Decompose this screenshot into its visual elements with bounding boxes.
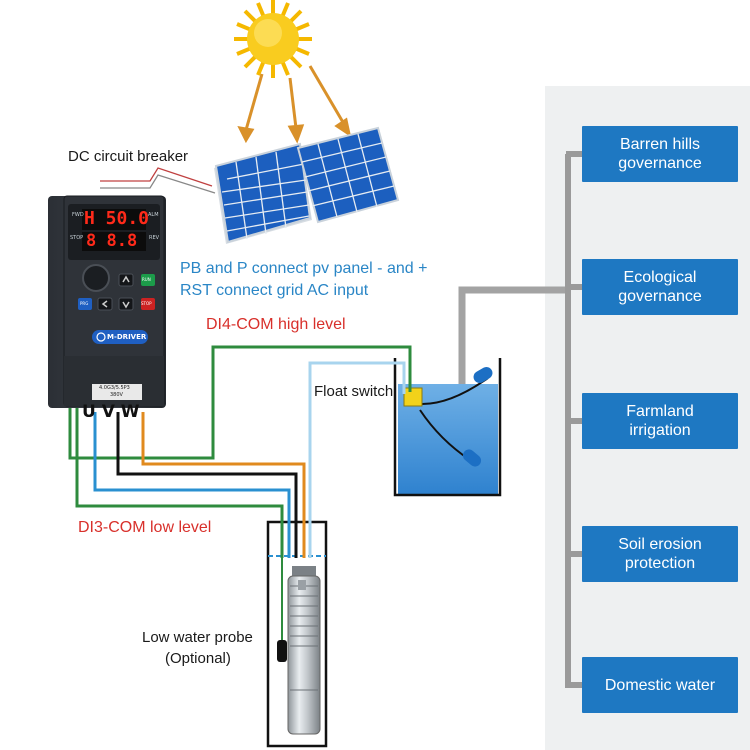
led-rev-label: REV	[149, 235, 160, 241]
application-farmland: Farmland irrigation	[582, 393, 738, 449]
led-fwd-label: FWD	[72, 212, 84, 218]
inverter-model-line1: 4.0G3/5.5P3	[99, 385, 130, 391]
grid-connection-label: RST connect grid AC input	[180, 282, 369, 299]
application-soil-erosion: Soil erosion protection	[582, 526, 738, 582]
inverter-icon	[48, 195, 166, 408]
inverter-display-top: H 50.0	[84, 208, 150, 229]
application-line1: Soil erosion	[618, 536, 702, 553]
dc-wires	[100, 167, 216, 194]
low-water-probe	[277, 640, 287, 662]
outlet-pipe	[458, 286, 568, 386]
pv-connection-label: PB and P connect pv panel - and +	[180, 260, 428, 277]
sun-icon	[234, 0, 312, 78]
di3-low-level-label: DI3-COM low level	[78, 519, 212, 536]
terminal-uvw-label: U V W	[82, 402, 140, 422]
application-line2: irrigation	[629, 422, 691, 439]
control-wires	[68, 345, 412, 558]
led-alm-label: ALM	[148, 212, 159, 218]
led-stop-label: STOP	[70, 235, 84, 241]
application-domestic-water: Domestic water	[582, 657, 738, 713]
sun-rays-arrows	[237, 65, 352, 144]
run-key-label: RUN	[142, 277, 151, 282]
low-water-probe-optional-label: (Optional)	[165, 650, 231, 667]
di4-high-level-label: DI4-COM high level	[206, 316, 346, 333]
distribution-pipe	[565, 151, 583, 688]
application-line2: protection	[624, 555, 696, 572]
application-line1: Farmland	[626, 403, 694, 420]
inverter-display-bottom: 8 8.8	[86, 231, 138, 251]
float-switch-icon	[403, 387, 423, 407]
application-line1: Ecological	[623, 269, 697, 286]
inverter-brand: M-DRIVER	[107, 333, 147, 341]
float-switch-label: Float switch	[314, 383, 394, 400]
prg-key-label: PRG	[80, 301, 89, 306]
low-water-probe-label: Low water probe	[142, 629, 253, 646]
stop-key-label: STOP	[141, 301, 152, 306]
application-line1: Domestic water	[604, 676, 716, 694]
inverter-model-line2: 380V	[110, 392, 123, 398]
application-line2: governance	[618, 288, 702, 305]
submersible-pump-icon	[287, 566, 321, 735]
application-ecological: Ecological governance	[582, 259, 738, 315]
dc-breaker-label: DC circuit breaker	[68, 148, 189, 165]
application-line1: Barren hills	[619, 136, 701, 153]
application-barren-hills: Barren hills governance	[582, 126, 738, 182]
application-line2: governance	[618, 155, 702, 172]
solar-panel-icon	[214, 126, 400, 244]
